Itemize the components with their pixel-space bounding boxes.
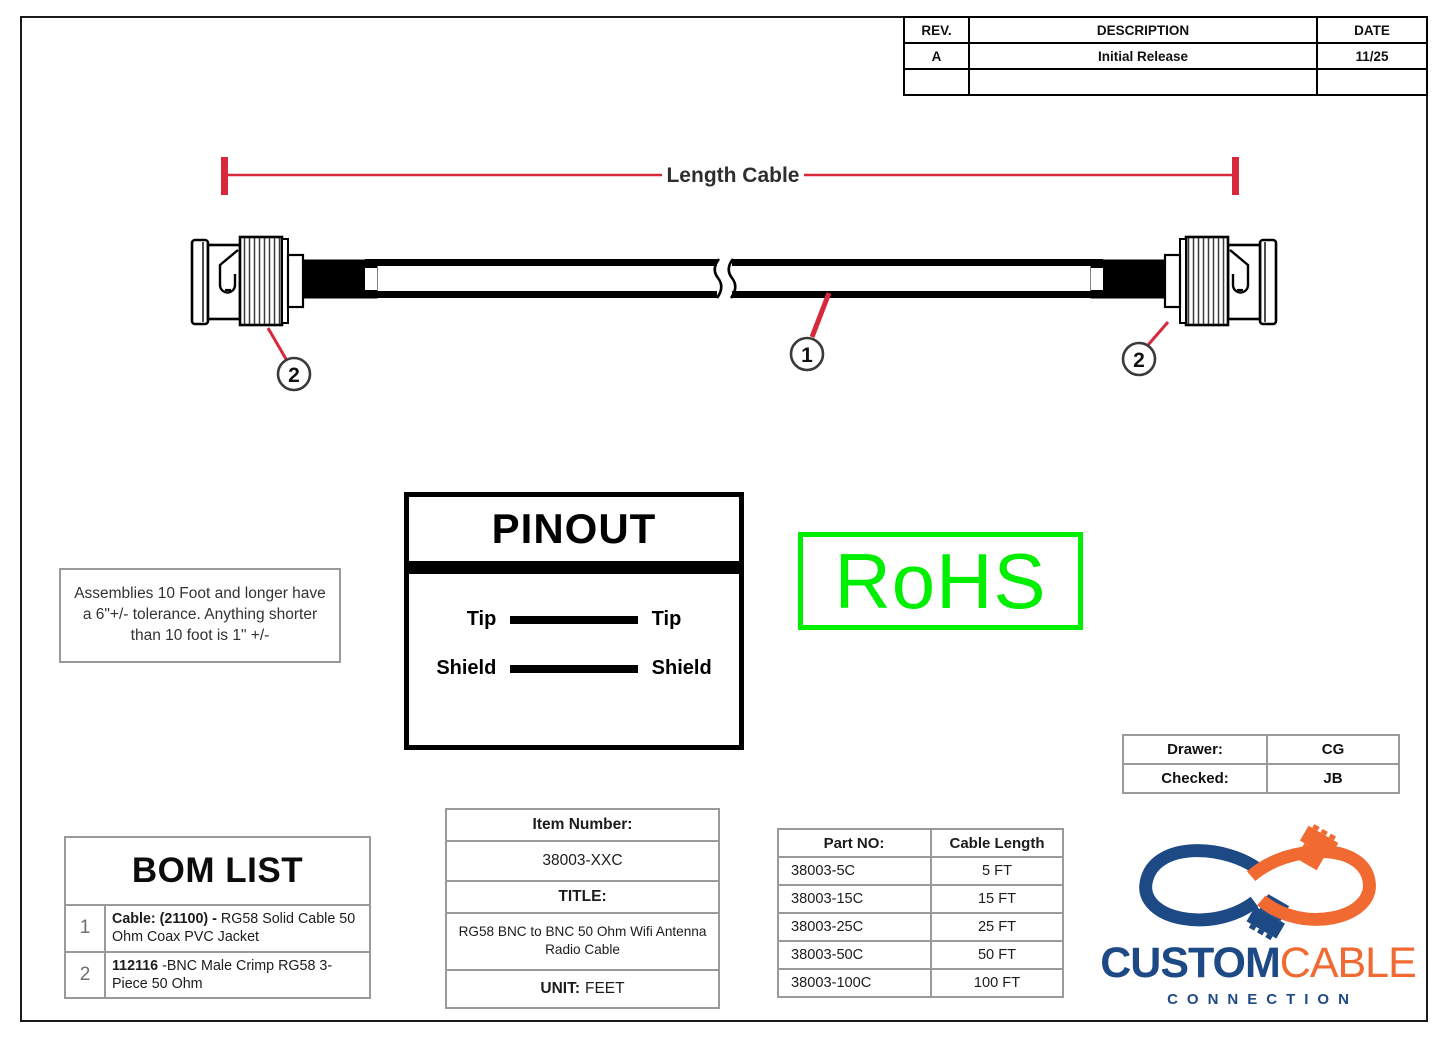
pin-right-label: Shield — [651, 657, 712, 679]
bom-list: BOM LIST 1 Cable: (21100) - RG58 Solid C… — [64, 836, 371, 1000]
cable-length: 100 FT — [930, 968, 1064, 998]
part-row: 38003-15C 15 FT — [777, 884, 1064, 914]
dimension-tick-left — [221, 157, 228, 195]
bom-title: BOM LIST — [131, 851, 304, 890]
pinout-row-tip: Tip Tip — [409, 608, 739, 631]
callout-2-left-connector: 2 — [266, 327, 312, 392]
cable-length: 15 FT — [930, 884, 1064, 914]
approval-row: Drawer: CG — [1122, 734, 1400, 765]
pin-wire — [510, 615, 638, 624]
bom-row-2: 2 112116 -BNC Male Crimp RG58 3-Piece 50… — [66, 950, 369, 998]
part-no-header: Part NO: — [777, 828, 932, 858]
cable-break-right — [727, 258, 737, 299]
bom-row-1: 1 Cable: (21100) - RG58 Solid Cable 50 O… — [66, 904, 369, 951]
pinout-body: Tip Tip Shield Shield — [409, 574, 739, 680]
callout-1-number: 1 — [801, 344, 813, 367]
dimension-label: Length Cable — [666, 164, 799, 187]
description-empty — [968, 68, 1318, 96]
item-number-label: Item Number: — [532, 816, 633, 833]
checked-value: JB — [1266, 763, 1400, 794]
part-no: 38003-15C — [777, 884, 932, 914]
bom-item-part: 112116 — [112, 957, 159, 974]
drawer-label: Drawer: — [1122, 734, 1268, 765]
item-info-table: Item Number: 38003-XXC TITLE: RG58 BNC t… — [445, 808, 720, 1009]
drawer-value: CG — [1266, 734, 1400, 765]
part-no: 38003-100C — [777, 968, 932, 998]
description-value: Initial Release — [968, 42, 1318, 70]
date-value: 11/25 — [1316, 42, 1428, 70]
dimension-line: Length Cable — [221, 157, 1239, 195]
part-no: 38003-5C — [777, 856, 932, 886]
rohs-badge: RoHS — [798, 532, 1083, 630]
bom-item-detail: RG58 Solid Cable 50 Ohm Coax PVC Jacket — [112, 911, 356, 946]
infinity-cable-icon — [1139, 824, 1376, 941]
revision-row-a: A Initial Release 11/25 — [903, 42, 1428, 70]
bom-item-number: 1 — [66, 906, 106, 951]
rev-empty — [903, 68, 970, 96]
bom-item-number: 2 — [66, 952, 106, 998]
revision-table: REV. DESCRIPTION DATE A Initial Release … — [903, 16, 1428, 96]
drawing-sheet: REV. DESCRIPTION DATE A Initial Release … — [20, 16, 1428, 1022]
bnc-connector-left — [190, 235, 379, 327]
callout-2-right-connector: 2 — [1121, 321, 1170, 377]
dimension-tick-right — [1232, 157, 1239, 195]
unit-value: FEET — [584, 979, 625, 997]
pin-left-label: Tip — [466, 608, 497, 630]
bnc-connector-right — [1089, 235, 1278, 327]
approval-row: Checked: JB — [1122, 763, 1400, 794]
part-row: 38003-25C 25 FT — [777, 912, 1064, 942]
description-header: DESCRIPTION — [968, 16, 1318, 44]
bom-item-description: Cable: (21100) - RG58 Solid Cable 50 Ohm… — [106, 906, 369, 951]
part-row: 38003-5C 5 FT — [777, 856, 1064, 886]
approval-table: Drawer: CG Checked: JB — [1122, 734, 1400, 794]
unit-row: UNIT:FEET — [447, 968, 718, 1007]
pinout-box: PINOUT Tip Tip Shield Shield — [404, 492, 744, 750]
rev-header: REV. — [903, 16, 970, 44]
cable-length: 50 FT — [930, 940, 1064, 970]
unit-label: UNIT: — [540, 979, 580, 997]
pinout-row-shield: Shield Shield — [409, 657, 739, 680]
callout-1-cable: 1 — [789, 292, 832, 372]
bom-item-part: Cable: (21100) - — [112, 911, 221, 927]
bom-item-description: 112116 -BNC Male Crimp RG58 3-Piece 50 O… — [106, 953, 369, 998]
pin-right-label: Tip — [651, 608, 682, 630]
cable-length-header: Cable Length — [930, 828, 1064, 858]
cable-length: 5 FT — [930, 856, 1064, 886]
part-no: 38003-25C — [777, 912, 932, 942]
part-row: 38003-100C 100 FT — [777, 968, 1064, 998]
callout-2-right-number: 2 — [1133, 349, 1145, 372]
logo-wordmark: CUSTOMCABLE — [1100, 939, 1417, 987]
checked-label: Checked: — [1122, 763, 1268, 794]
part-no: 38003-50C — [777, 940, 932, 970]
pin-left-label: Shield — [436, 657, 497, 679]
revision-row-empty — [903, 68, 1428, 96]
rev-value: A — [903, 42, 970, 70]
orange-plug-icon — [1295, 824, 1339, 871]
callout-2-left-number: 2 — [288, 364, 300, 387]
title-label: TITLE: — [447, 880, 718, 912]
part-number-table: Part NO: Cable Length 38003-5C 5 FT 3800… — [777, 828, 1064, 998]
logo-custom-text: CUSTOM — [1100, 939, 1281, 987]
tolerance-note: Assemblies 10 Foot and longer have a 6"+… — [59, 568, 341, 663]
logo-connection-text: CONNECTION — [1167, 991, 1358, 1008]
cable-length: 25 FT — [930, 912, 1064, 942]
part-table-header: Part NO: Cable Length — [777, 828, 1064, 858]
date-header: DATE — [1316, 16, 1428, 44]
part-row: 38003-50C 50 FT — [777, 940, 1064, 970]
title-value: RG58 BNC to BNC 50 Ohm Wifi Antenna Radi… — [447, 912, 718, 969]
pinout-title: PINOUT — [409, 497, 739, 574]
rohs-label: RoHS — [834, 537, 1047, 625]
cable-assembly-drawing: Length Cable 1 2 — [190, 157, 1278, 392]
date-empty — [1316, 68, 1428, 96]
cable-body — [365, 258, 1103, 299]
bom-item-detail: -BNC Male Crimp RG58 3-Piece 50 Ohm — [112, 957, 333, 992]
company-logo: CUSTOMCABLE CONNECTION — [1080, 824, 1436, 1029]
cable-break-left — [713, 258, 723, 299]
revision-header-row: REV. DESCRIPTION DATE — [903, 16, 1428, 44]
logo-cable-text: CABLE — [1279, 939, 1417, 987]
pin-wire — [510, 664, 638, 673]
item-number-value: 38003-XXC — [447, 840, 718, 880]
